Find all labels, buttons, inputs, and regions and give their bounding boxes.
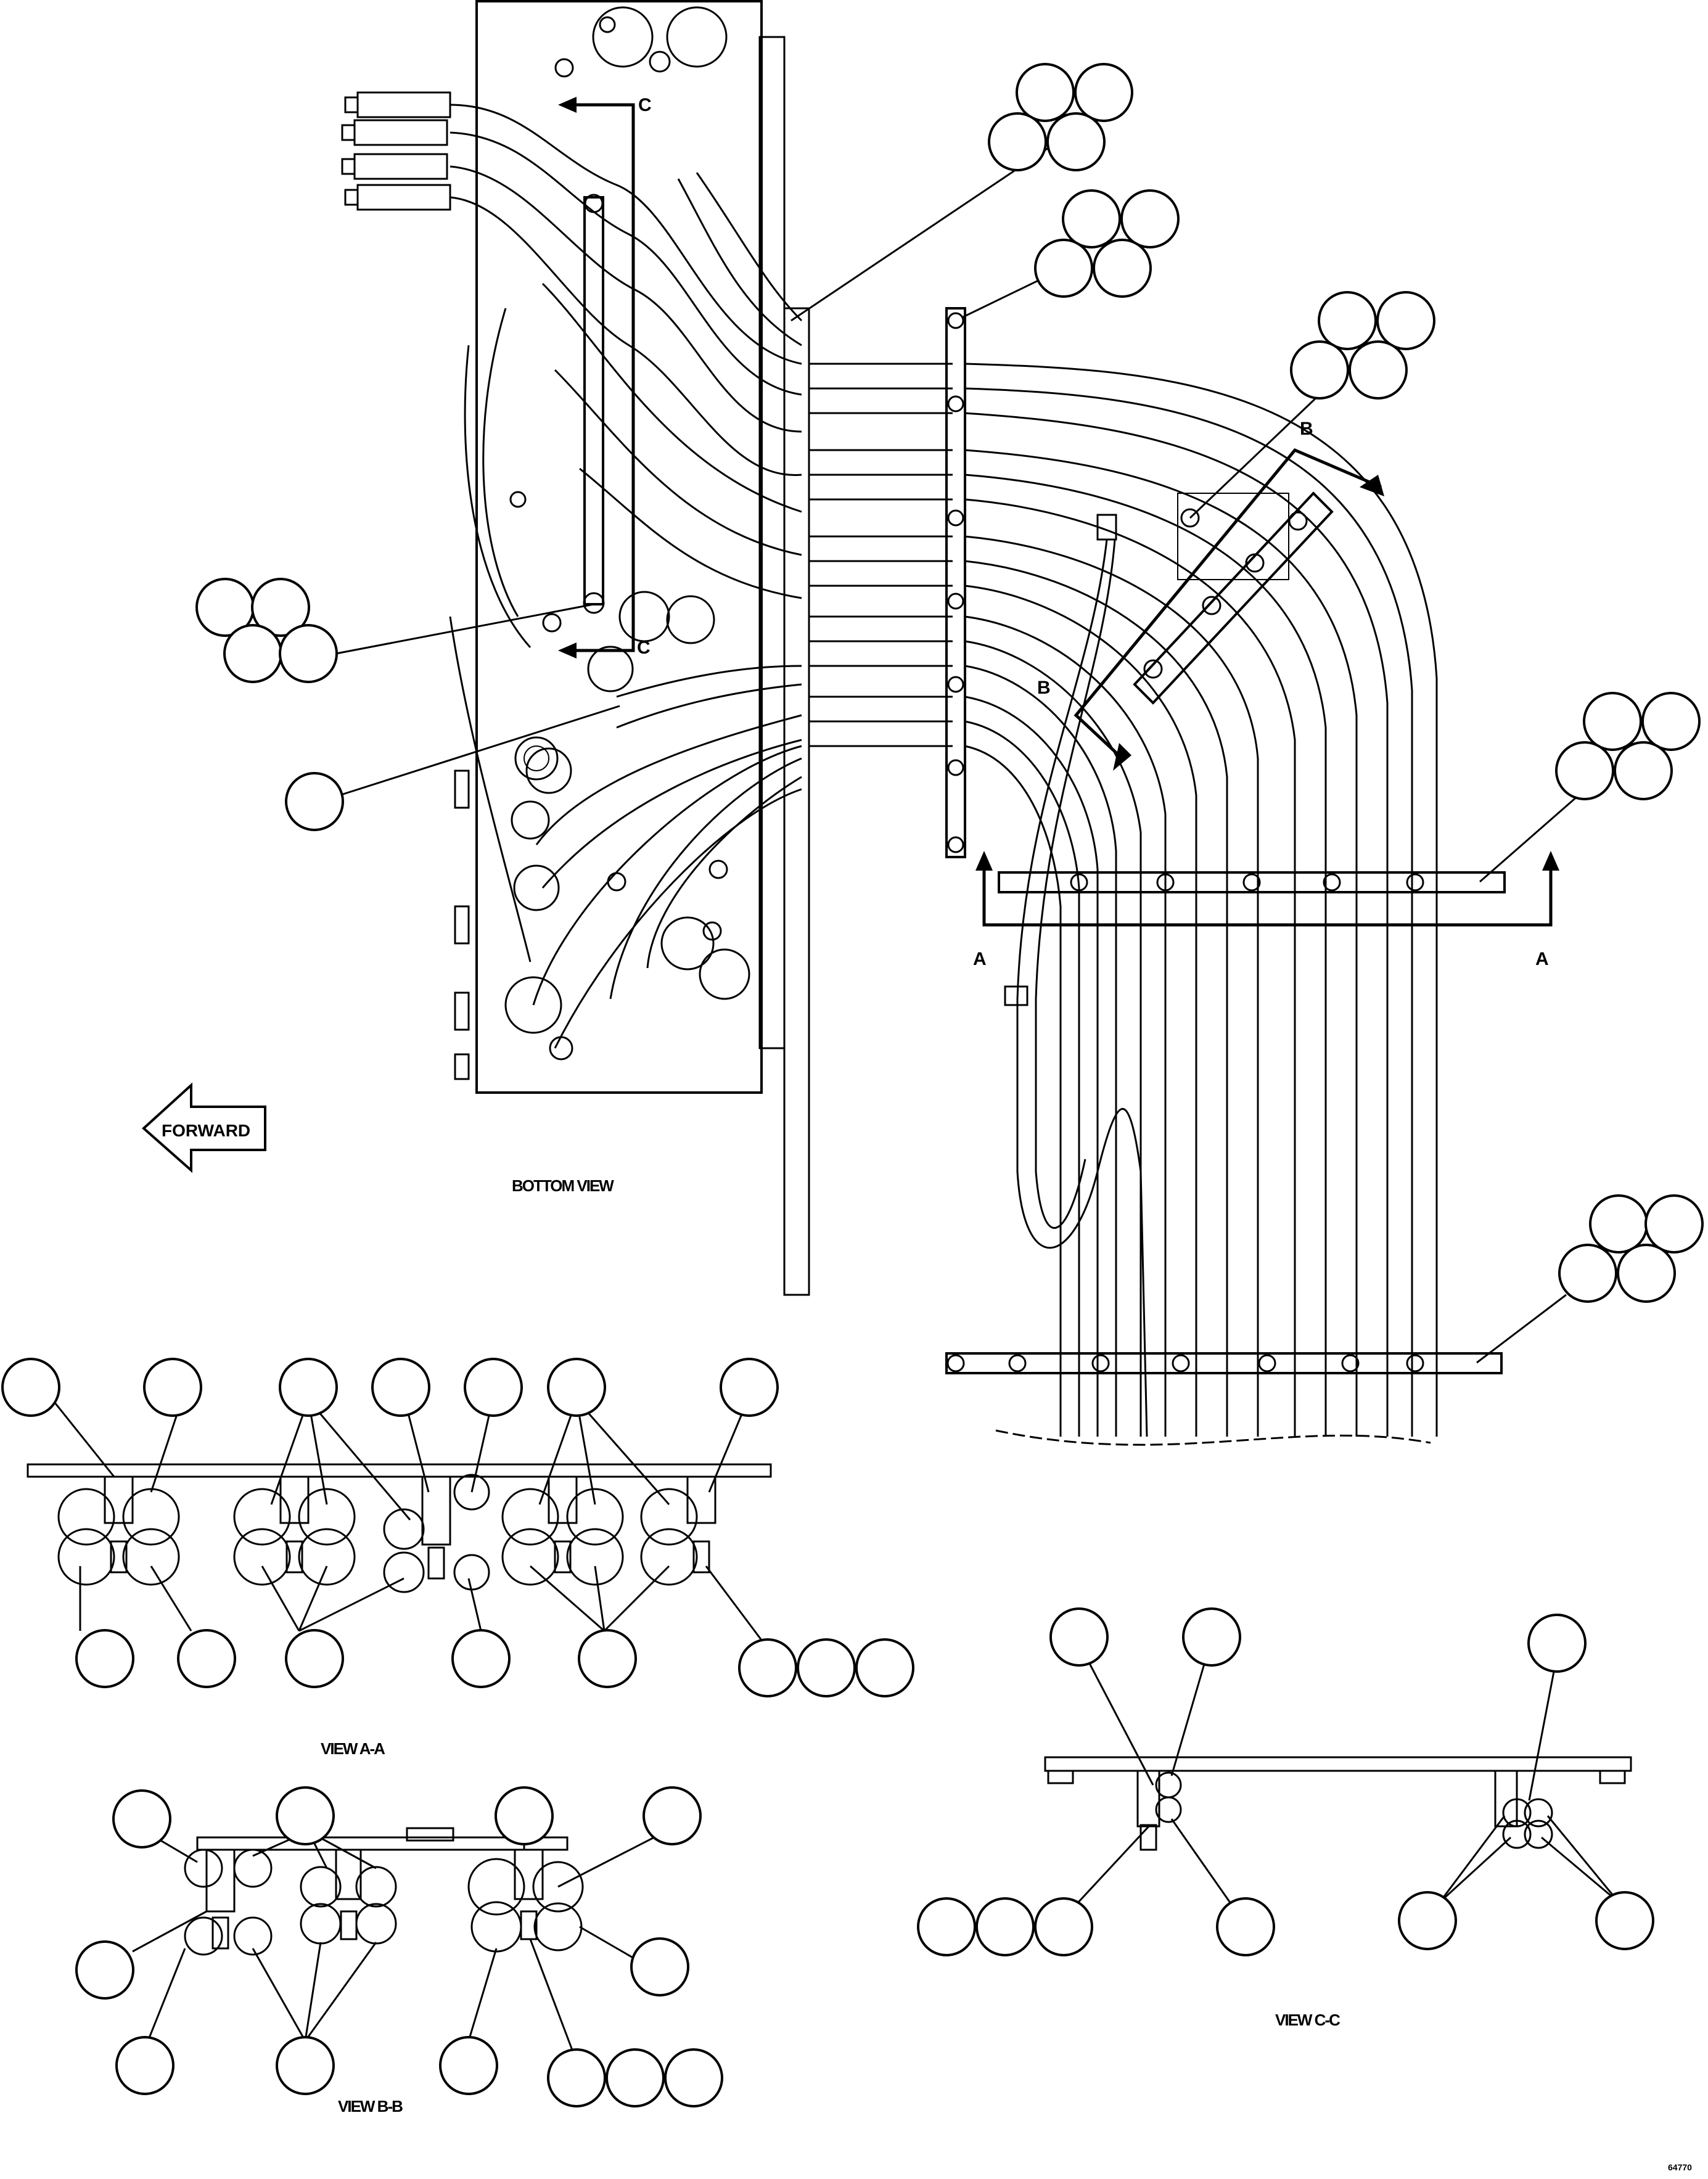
clamp-group	[640, 1475, 716, 1586]
caption-view-aa: VIEW A-A	[321, 1739, 385, 1758]
section-marker-a-right: A	[1535, 949, 1549, 969]
clamp-group	[184, 1849, 273, 1956]
figure-number: 64770	[1668, 2162, 1692, 2172]
view-cc-detail	[1044, 1756, 1632, 1851]
vertical-clamp-bar	[945, 307, 966, 858]
section-marker-b-top: B	[1300, 419, 1313, 439]
diagonal-clamp-bar	[1133, 491, 1334, 705]
caption-bottom-view: BOTTOM VIEW	[512, 1176, 614, 1195]
caption-view-bb: VIEW B-B	[338, 2097, 403, 2115]
clamp-group	[1494, 1770, 1553, 1849]
clamp-group	[467, 1849, 584, 1953]
clamp-group	[57, 1475, 180, 1586]
clamp-group	[233, 1475, 356, 1586]
curved-hose-bundle	[964, 363, 1438, 1437]
clamp-group	[383, 1474, 490, 1593]
callout-cluster	[195, 578, 594, 683]
callout-cluster	[1476, 1194, 1704, 1364]
horizontal-clamp-bar-lower	[945, 1352, 1503, 1446]
view-aa-detail	[27, 1463, 772, 1593]
horizontal-hose-run	[809, 363, 953, 747]
callout-cluster	[961, 189, 1180, 319]
section-marker-b-lower: B	[1037, 678, 1051, 698]
callout-cluster	[790, 63, 1133, 322]
forward-label: FORWARD	[162, 1121, 250, 1140]
view-bb-detail	[184, 1827, 584, 1956]
caption-view-cc: VIEW C-C	[1275, 2011, 1341, 2029]
forward-arrow: FORWARD	[142, 1082, 266, 1173]
panel-hose-bundle	[449, 104, 803, 1049]
view-cc-callouts	[917, 1607, 1654, 1956]
view-bb-callouts	[75, 1786, 723, 2107]
callout-cluster	[285, 705, 620, 831]
section-marker-c-lower: C	[637, 638, 651, 658]
left-hose-fittings	[341, 91, 451, 211]
clamp-group	[501, 1475, 624, 1586]
view-aa-callouts	[1, 1358, 914, 1697]
callout-cluster	[1189, 291, 1435, 519]
loop-hose	[1004, 514, 1148, 1437]
section-marker-c-top: C	[638, 95, 652, 115]
clamp-group	[300, 1849, 397, 1945]
section-line-cc: C C	[558, 95, 652, 659]
horizontal-clamp-bar-upper	[998, 871, 1506, 893]
callout-cluster	[1479, 692, 1701, 883]
section-line-bb: B B	[1037, 419, 1384, 771]
section-marker-a-left: A	[973, 949, 987, 969]
clamp-group	[1136, 1770, 1182, 1851]
section-line-aa: A A	[973, 851, 1559, 969]
